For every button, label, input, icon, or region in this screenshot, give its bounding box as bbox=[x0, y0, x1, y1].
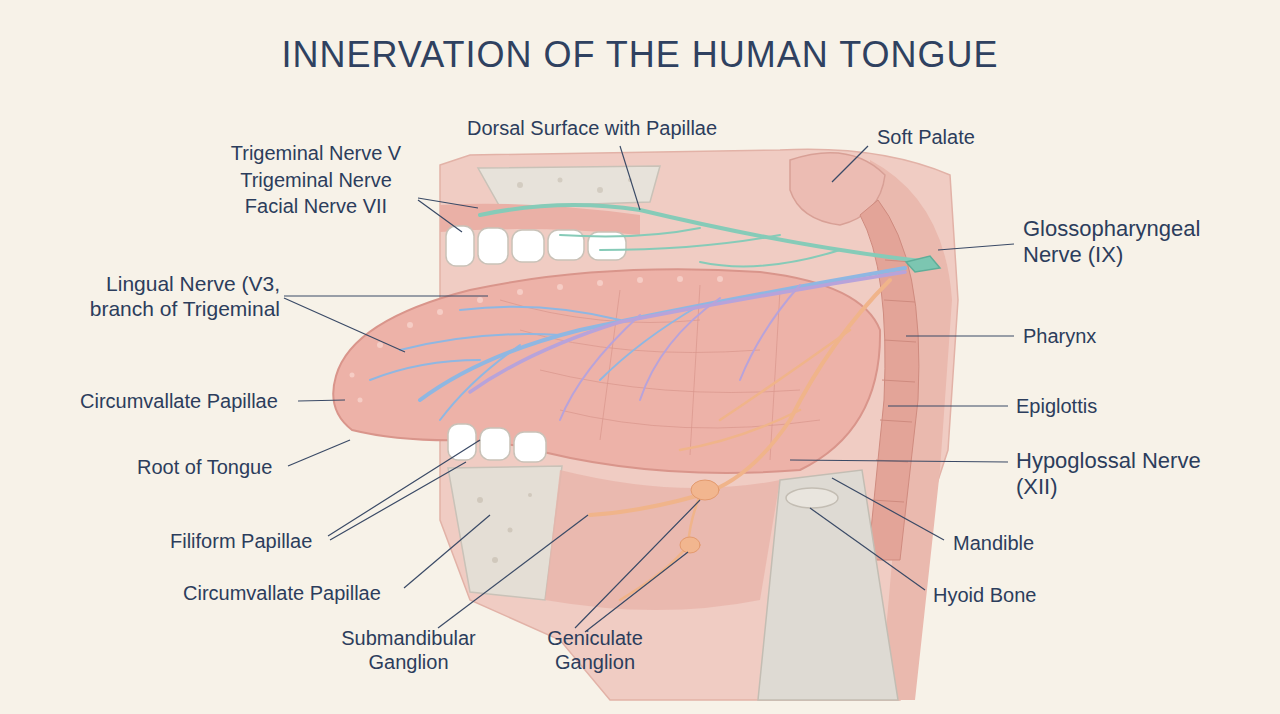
floor-muscle bbox=[545, 470, 780, 610]
part-label: Circumvallate Papillae bbox=[80, 389, 278, 413]
part-label: Hyoid Bone bbox=[933, 583, 1036, 607]
upper-teeth-part bbox=[512, 230, 544, 262]
nerves-part bbox=[420, 268, 905, 400]
leader-lines-part bbox=[298, 400, 345, 401]
part-label: Geniculate Ganglion bbox=[520, 626, 670, 674]
tongue-part bbox=[333, 269, 880, 473]
part-label: Mandible bbox=[953, 531, 1034, 555]
nerves-part bbox=[560, 228, 840, 266]
part-label: Circumvallate Papillae bbox=[183, 581, 381, 605]
nerves-part bbox=[370, 305, 700, 420]
tongue-part-part bbox=[358, 398, 363, 403]
leader-lines-part bbox=[938, 244, 1014, 250]
tongue-part-part bbox=[350, 373, 355, 378]
lower-teeth-part bbox=[480, 428, 510, 460]
nerves-part bbox=[470, 272, 905, 392]
part-label: Trigeminal Nerve V bbox=[196, 141, 436, 165]
part-label: Submandibular Ganglion bbox=[326, 626, 491, 674]
tongue-part-part bbox=[557, 284, 563, 290]
leader-lines-part bbox=[906, 335, 1014, 336]
palate-bone-part bbox=[558, 178, 563, 183]
leader-lines-part bbox=[404, 515, 490, 588]
leader-lines-part bbox=[575, 500, 700, 632]
leader-lines-part bbox=[438, 515, 588, 628]
part-label: Glossopharyngeal Nerve (IX) bbox=[1023, 216, 1238, 269]
nerves-part bbox=[906, 256, 940, 272]
part-label: Dorsal Surface with Papillae bbox=[467, 116, 717, 140]
leader-lines-part bbox=[620, 146, 640, 210]
leader-lines-part bbox=[790, 460, 1008, 462]
nerves-part bbox=[691, 480, 719, 500]
tongue-part-part bbox=[477, 297, 483, 303]
part-label: Facial Nerve VII bbox=[196, 194, 436, 218]
tongue-part-part bbox=[377, 342, 383, 348]
tongue-part-part bbox=[637, 277, 643, 283]
nerves-part bbox=[560, 285, 800, 420]
lower-teeth-part bbox=[514, 432, 546, 462]
leader-lines-part bbox=[832, 146, 868, 182]
tongue-part-part bbox=[677, 276, 683, 282]
palate-bone-part bbox=[517, 182, 523, 188]
pharynx-muscle-part bbox=[872, 260, 916, 502]
part-label: Epiglottis bbox=[1016, 394, 1097, 418]
upper-teeth-part bbox=[446, 226, 474, 266]
hyoid-spine-part bbox=[786, 488, 838, 508]
leader-lines-part bbox=[832, 478, 944, 540]
part-label: Pharynx bbox=[1023, 324, 1096, 348]
leader-lines-part bbox=[810, 508, 925, 590]
leader-lines-part bbox=[888, 405, 1008, 406]
hyoid-spine bbox=[758, 470, 898, 700]
tongue-part bbox=[350, 276, 724, 403]
tongue-part bbox=[500, 285, 820, 460]
nerves-part bbox=[620, 330, 850, 600]
nerves-part bbox=[480, 205, 930, 262]
mandible-bone-part bbox=[528, 493, 532, 497]
mandible-bone-part bbox=[477, 497, 483, 503]
leader-lines-part bbox=[328, 440, 480, 540]
floor-muscle-part bbox=[545, 470, 780, 610]
tongue-part-part bbox=[407, 322, 413, 328]
leader-lines-part bbox=[418, 198, 478, 232]
leader-lines bbox=[284, 146, 1014, 632]
upper-teeth-part bbox=[478, 228, 508, 264]
part-label: Root of Tongue bbox=[137, 455, 272, 479]
diagram-title: INNERVATION OF THE HUMAN TONGUE bbox=[0, 34, 1280, 76]
part-label: Lingual Nerve (V3, branch of Trigeminal bbox=[70, 271, 280, 321]
tongue-part-part bbox=[717, 276, 723, 282]
nerves bbox=[370, 205, 940, 600]
leader-lines-part bbox=[288, 440, 350, 466]
palate-bone-part bbox=[597, 187, 603, 193]
part-label: Hypoglossal Nerve (XII) bbox=[1016, 448, 1221, 501]
tongue-part-part bbox=[437, 309, 443, 315]
part-label: Soft Palate bbox=[877, 125, 975, 149]
leader-lines-part bbox=[284, 296, 488, 352]
tongue bbox=[333, 269, 880, 473]
tongue-part-part bbox=[597, 280, 603, 286]
mandible-bone-part bbox=[492, 557, 498, 563]
tongue-part-part bbox=[517, 289, 523, 295]
mandible-bone bbox=[448, 466, 562, 600]
nerves-part bbox=[590, 280, 890, 515]
upper-teeth bbox=[446, 226, 626, 266]
lower-teeth-part bbox=[448, 424, 476, 460]
mandible-bone-part bbox=[508, 528, 513, 533]
part-label: Trigeminal Nerve bbox=[196, 168, 436, 192]
lower-teeth bbox=[448, 424, 546, 462]
part-label: Filiform Papillae bbox=[170, 529, 312, 553]
nerves-part bbox=[680, 537, 700, 553]
mandible-bone-part bbox=[448, 466, 562, 600]
hyoid-spine-part bbox=[758, 470, 898, 700]
